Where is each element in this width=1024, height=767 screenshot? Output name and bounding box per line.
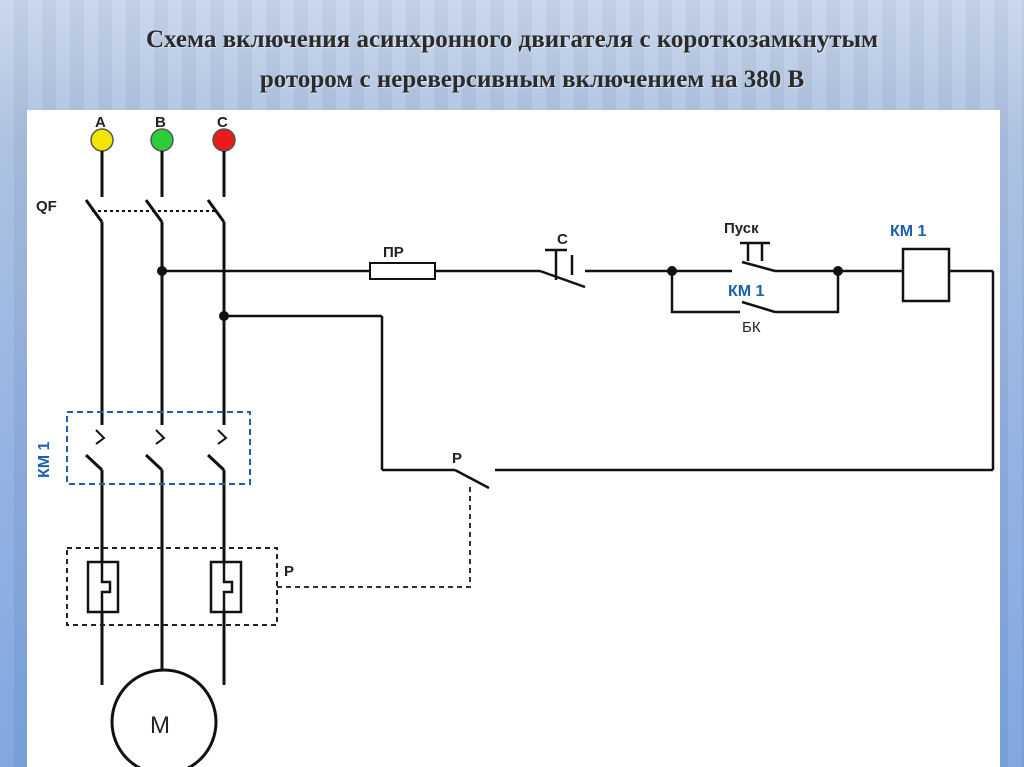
junction-dots [157, 266, 843, 321]
start-button [740, 241, 770, 261]
phase-c-label: C [217, 114, 228, 131]
relay-contact-label: Р [452, 450, 462, 467]
thermal-link [277, 485, 471, 588]
start-label: Пуск [724, 220, 759, 237]
phase-b-label: B [155, 114, 166, 131]
title-line-2: ротором с нереверсивным включением на 38… [259, 66, 805, 93]
hold-contact-label: КМ 1 [728, 283, 765, 300]
fuse-label: ПР [383, 244, 404, 261]
phase-a-label: A [95, 114, 106, 131]
fuse [369, 262, 436, 280]
power-wires [84, 151, 226, 685]
phase-b-lamp [150, 128, 174, 152]
motor-label: М [150, 712, 170, 739]
qf-label: QF [36, 198, 57, 215]
thermal-heaters [100, 562, 234, 612]
diagram-board [27, 110, 1000, 767]
coil [901, 247, 951, 303]
hold-contact-sub: БК [742, 319, 761, 336]
contactor-label: КМ 1 [36, 441, 53, 478]
phase-b-terminal: B [150, 114, 174, 152]
title-line-1: Схема включения асинхронного двигателя с… [145, 26, 879, 53]
coil-label: КМ 1 [890, 223, 927, 240]
slide-title: Схема включения асинхронного двигателя с… [0, 20, 1024, 100]
motor [110, 668, 218, 767]
phase-c-terminal: C [212, 114, 236, 152]
phase-a-lamp [90, 128, 114, 152]
phase-a-terminal: A [90, 114, 114, 152]
contactor-hooks [95, 429, 228, 445]
control-wires [162, 260, 995, 490]
stop-label: С [557, 231, 568, 248]
thermal-relay-label: Р [284, 563, 294, 580]
stop-button [539, 248, 586, 289]
thermal-relay-box [66, 547, 278, 626]
contactor-box [66, 411, 251, 485]
phase-c-lamp [212, 128, 236, 152]
